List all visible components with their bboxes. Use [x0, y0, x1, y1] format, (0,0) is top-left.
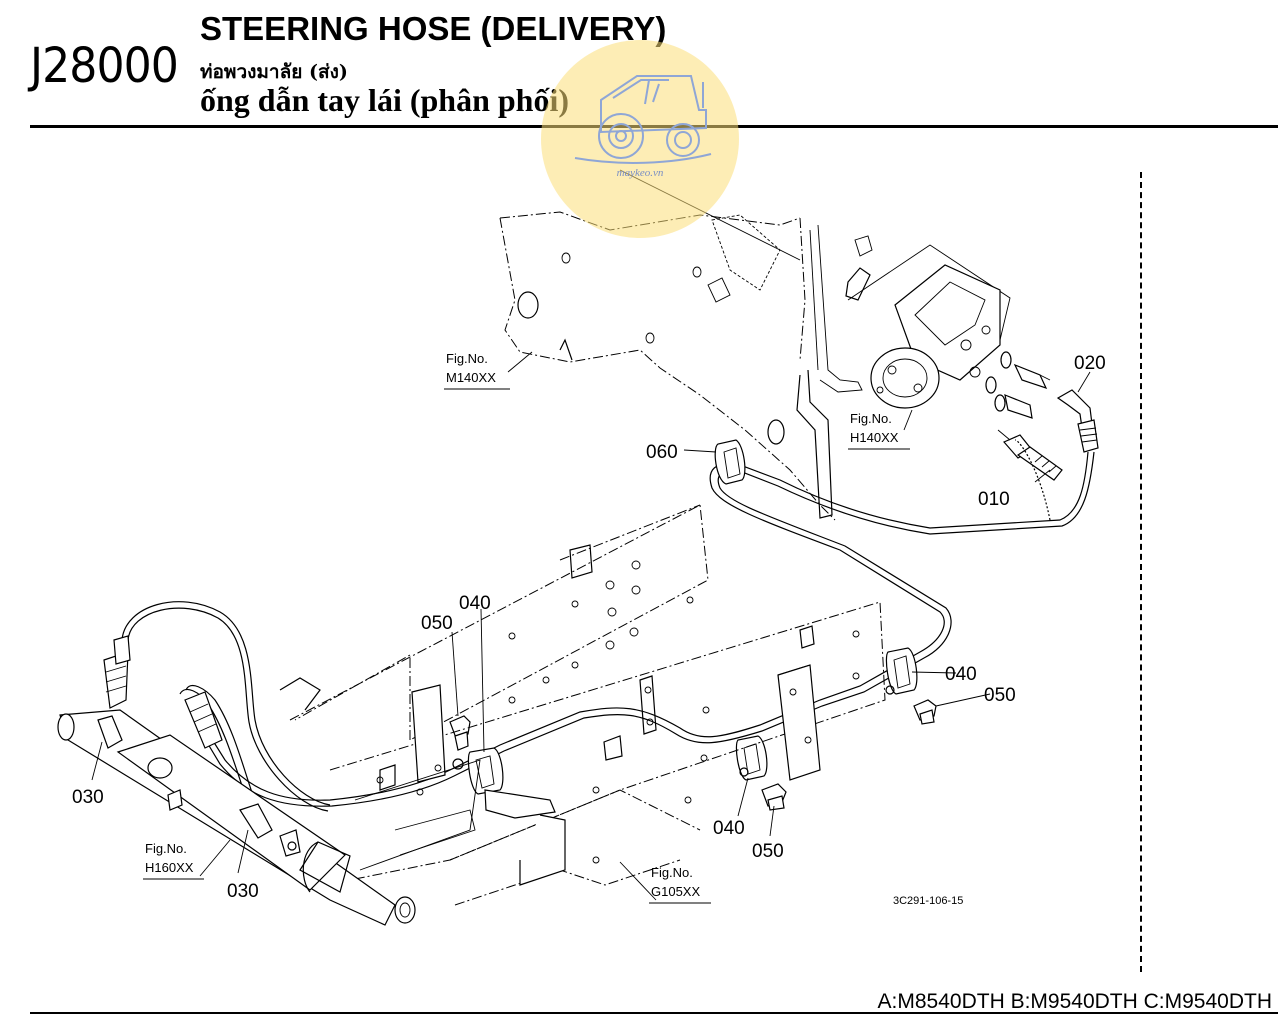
callout-040-left: 040: [459, 593, 491, 614]
fig-ref-g105: Fig.No. G105XX: [649, 865, 711, 904]
tractor-icon: [574, 75, 712, 164]
fig-ref-h160: Fig.No. H160XX: [143, 841, 204, 880]
grommets: [452, 419, 918, 795]
callout-050-left: 050: [421, 613, 453, 634]
callout-030-lower: 030: [227, 881, 259, 902]
fig-ref-h160-line1: Fig.No.: [145, 841, 187, 856]
hose-fittings: [97, 635, 301, 857]
section-code: J28000: [30, 38, 179, 94]
drawing-reference-number: 3C291-106-15: [893, 895, 963, 907]
fig-ref-m140: Fig.No. M140XX: [444, 351, 510, 390]
fig-ref-h160-line2: H160XX: [145, 860, 194, 875]
callout-050-middle: 050: [752, 841, 784, 862]
steering-bracket: [796, 224, 1011, 519]
fig-ref-h140-line1: Fig.No.: [850, 411, 892, 426]
callout-060: 060: [646, 442, 678, 463]
transmission-housing: [499, 169, 836, 521]
fig-ref-m140-line2: M140XX: [446, 370, 496, 385]
steering-pump: [870, 264, 1001, 409]
fig-ref-g105-line1: Fig.No.: [651, 865, 693, 880]
fig-ref-m140-line1: Fig.No.: [446, 351, 488, 366]
title-thai: ท่อพวงมาลัย (ส่ง): [200, 61, 348, 83]
page-margin-dashed-line: [1140, 172, 1142, 972]
footer-rule: [30, 1012, 1278, 1014]
fig-ref-g105-line2: G105XX: [651, 884, 700, 899]
callout-020: 020: [1074, 353, 1106, 374]
chassis-frame: [279, 504, 886, 906]
callout-010: 010: [978, 489, 1010, 510]
frame-holes: [376, 560, 860, 864]
delivery-hose: [121, 439, 1095, 815]
fig-ref-h140: Fig.No. H140XX: [848, 411, 910, 450]
callout-050-right: 050: [984, 685, 1016, 706]
watermark-text: maykeo.vn: [616, 167, 664, 179]
callout-040-right: 040: [945, 664, 977, 685]
title-vietnamese: ống dẫn tay lái (phân phối): [200, 82, 570, 118]
fig-ref-h140-line2: H140XX: [850, 430, 899, 445]
title-english: STEERING HOSE (DELIVERY): [200, 10, 667, 47]
watermark-logo: maykeo.vn: [541, 40, 739, 238]
bolts: [449, 699, 937, 811]
callout-040-middle: 040: [713, 818, 745, 839]
callout-030-upper: 030: [72, 787, 104, 808]
model-applicability: A:M8540DTH B:M9540DTH C:M9540DTH: [877, 990, 1272, 1013]
adaptors-and-orings: [985, 351, 1099, 481]
leader-lines: [91, 351, 1091, 901]
